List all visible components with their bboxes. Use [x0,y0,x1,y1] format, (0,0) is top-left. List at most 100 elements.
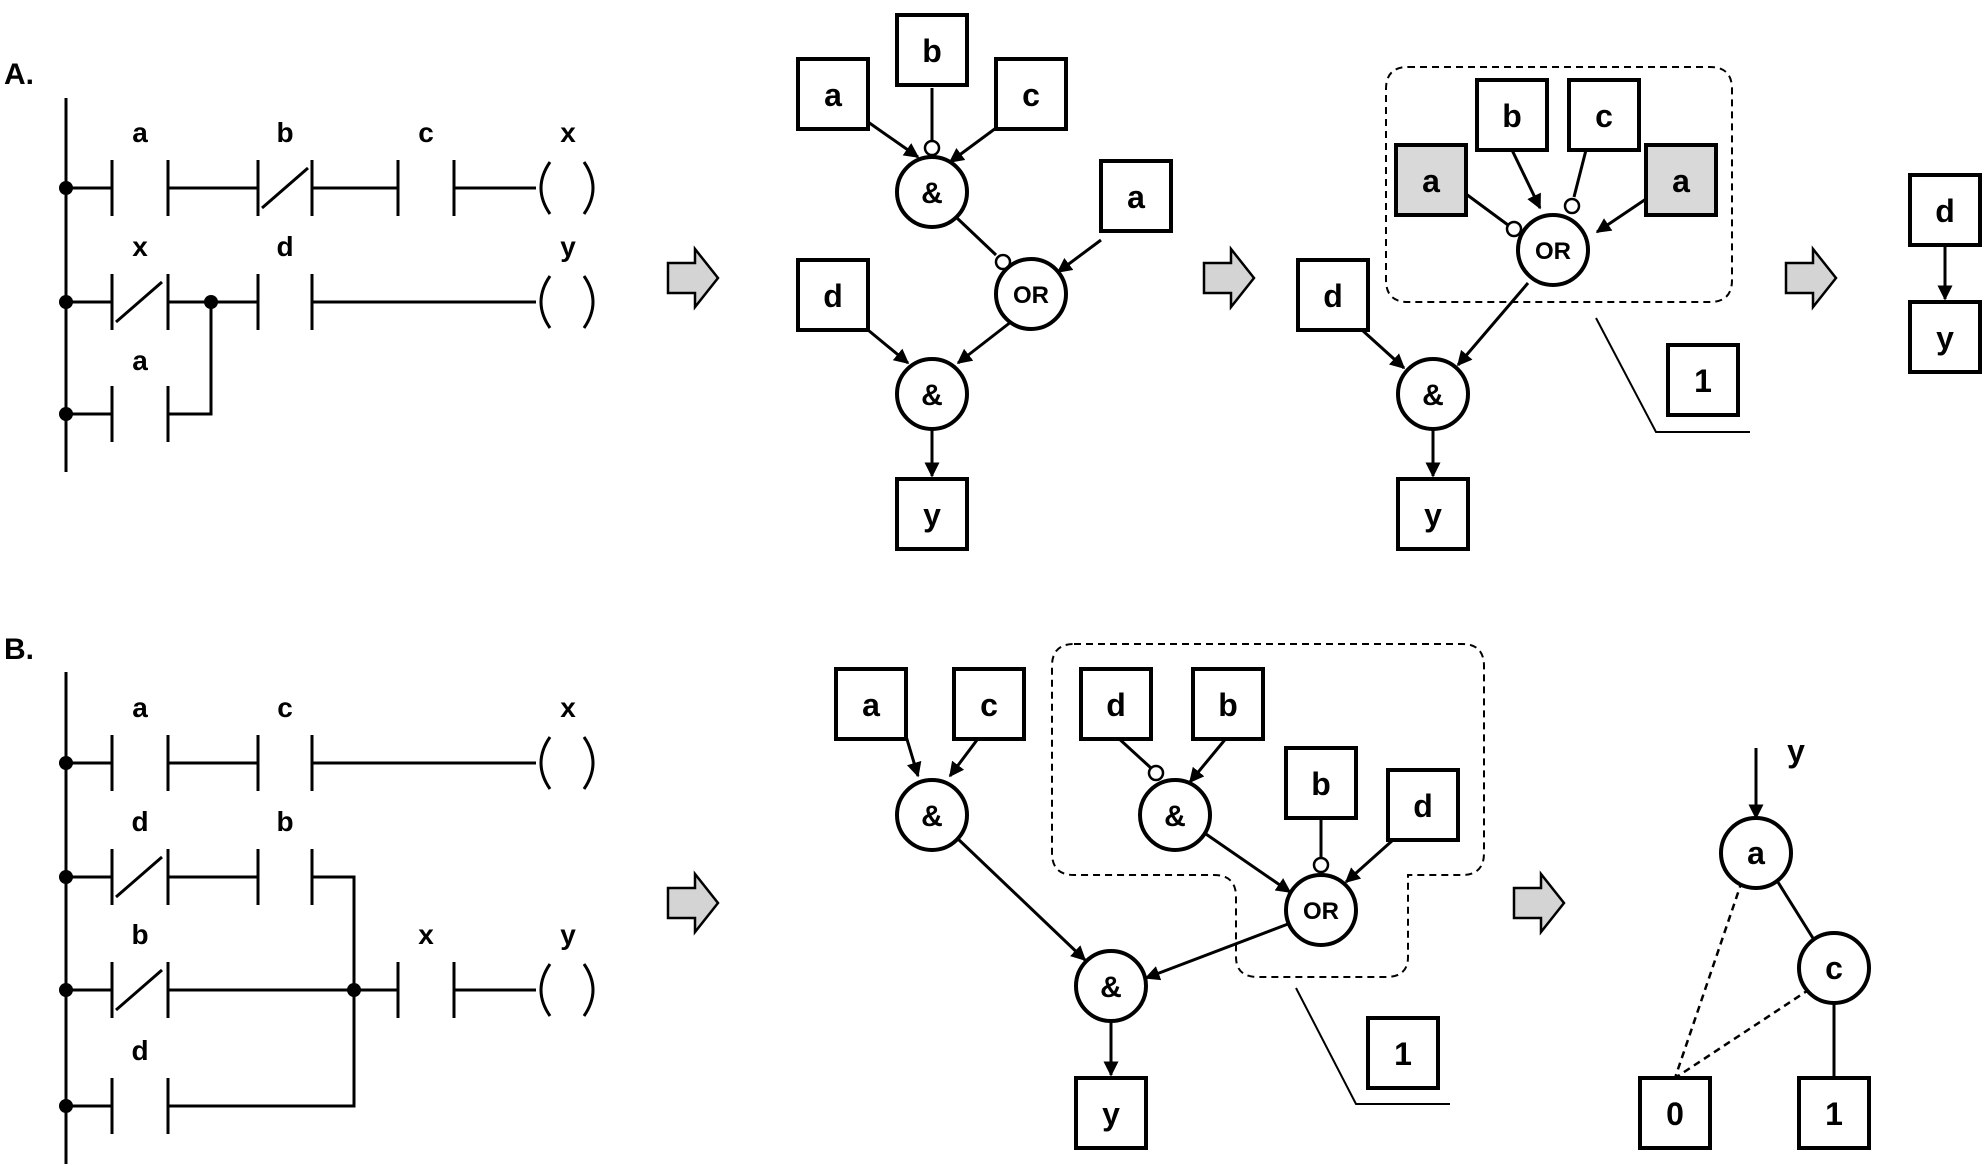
input-box [1567,78,1641,152]
junction-dot [59,181,73,195]
panel-a-title: A. [4,58,34,91]
input-label: d [1106,687,1126,723]
reduced-group-outline [1385,66,1733,303]
negation-bubble [994,253,1012,271]
contact-label: x [418,919,434,950]
logic-graph-a3: d y [1908,173,1982,374]
coil-label: x [560,117,576,148]
output-label: y [1936,320,1954,356]
coil-label: x [560,692,576,723]
panel-b: B. a c x [4,633,1871,1164]
and-gate-node [895,778,969,852]
input-box [796,57,870,131]
and-gate-node [1138,778,1212,852]
input-box-highlighted [1644,143,1718,217]
contact-label: a [132,117,148,148]
input-box [994,57,1068,131]
input-box [1908,173,1982,247]
input-label: d [823,278,843,314]
terminal-label: 1 [1825,1096,1843,1132]
input-box [1296,258,1370,332]
panel-b-title: B. [4,633,34,666]
transform-arrow-icon [1784,245,1838,311]
input-label: d [1323,278,1343,314]
logic-graph-b1: a c d b b d y 1 & & OR & [834,643,1485,1150]
gate-label: & [1100,971,1122,1004]
gate-label: & [921,177,943,210]
callout-leader [1295,987,1450,1105]
contact-label: d [131,806,148,837]
gate-label: & [921,379,943,412]
input-box [1079,667,1153,741]
junction-dot [347,983,361,997]
output-label: y [1424,497,1442,533]
input-box [895,13,969,87]
ladder-diagram-a: a b c x x d y a [59,98,595,472]
gate-label: OR [1013,282,1049,309]
junction-dot [59,295,73,309]
input-box [1099,159,1173,233]
junction-dot [59,870,73,884]
and-gate-node [1074,949,1148,1023]
gate-label: & [1164,800,1186,833]
contact-label: a [132,692,148,723]
logic-graph-a2: a b c a d y 1 OR & [1296,66,1750,551]
coil-label: y [560,919,576,950]
input-label: a [1127,179,1145,215]
bdd-node-label: c [1825,950,1843,986]
coil-label: y [560,231,576,262]
output-label: y [1102,1096,1120,1132]
bdd-node [1797,931,1871,1005]
negation-bubble [923,139,941,157]
callout-label: 1 [1694,363,1712,399]
input-label: c [1595,98,1613,134]
output-box [1074,1076,1148,1150]
contact-label: b [276,806,293,837]
and-gate-node [895,155,969,229]
negation-bubble [1147,764,1165,782]
bdd-node-label: a [1747,835,1765,871]
binary-decision-diagram: y a c 0 1 [1638,733,1871,1150]
junction-dot [59,756,73,770]
junction-dot [59,407,73,421]
output-box [1396,477,1470,551]
input-box [1284,746,1358,820]
output-box [1908,300,1982,374]
gate-label: OR [1535,238,1571,265]
negation-bubble [1505,220,1523,238]
or-gate-node [1284,873,1358,947]
callout-box [1366,1016,1440,1090]
logic-graph-a1: a b c a d y & OR & [796,13,1173,551]
transform-arrow-icon [1512,870,1566,936]
input-box [1191,667,1265,741]
input-box [1475,78,1549,152]
terminal-label: 0 [1666,1096,1684,1132]
contact-label: b [131,919,148,950]
input-label: a [1672,163,1690,199]
ladder-diagram-b: a c x d b [59,672,595,1164]
input-label: b [1502,98,1522,134]
contact-label: d [131,1035,148,1066]
input-box-highlighted [1394,143,1468,217]
junction-dot [59,983,73,997]
input-box [834,667,908,741]
input-box [1386,768,1460,842]
contact-label: d [276,231,293,262]
negation-bubble [1312,856,1330,874]
contact-label: c [277,692,293,723]
contact-label: x [132,231,148,262]
contact-label: c [418,117,434,148]
contact-label: b [276,117,293,148]
input-box [952,667,1026,741]
or-gate-node [994,257,1068,331]
junction-dot [59,1099,73,1113]
terminal-box [1797,1076,1871,1150]
callout-leader [1595,317,1750,433]
negation-bubble [1563,197,1581,215]
input-label: d [1413,788,1433,824]
output-label: y [923,497,941,533]
input-label: b [1311,766,1331,802]
transform-arrow-icon [666,870,720,936]
input-label: c [1022,77,1040,113]
